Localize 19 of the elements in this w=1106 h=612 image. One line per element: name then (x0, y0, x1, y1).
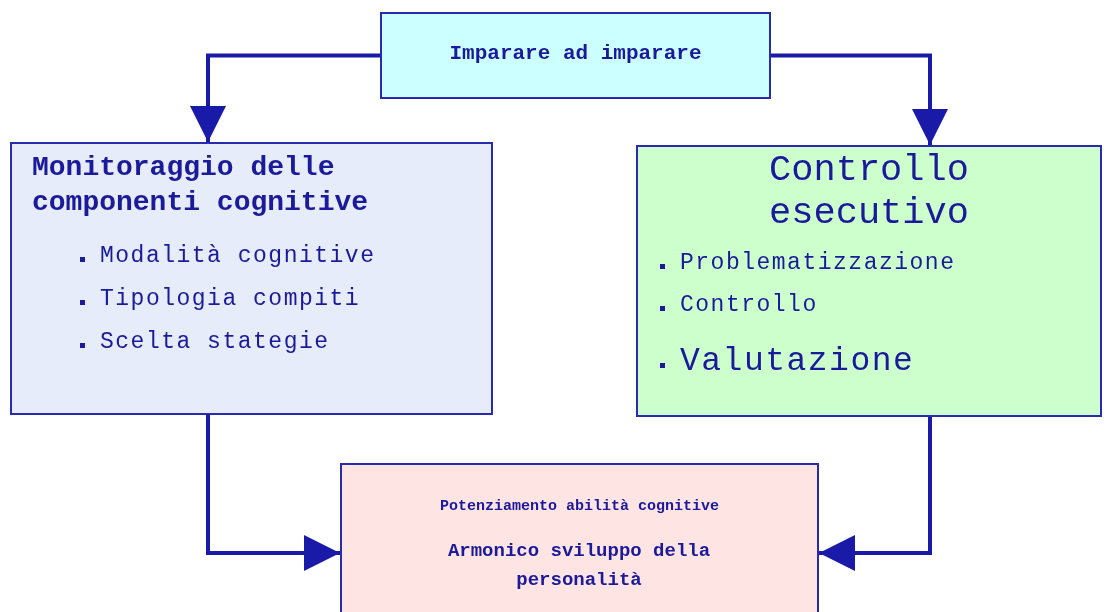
box-heading: Potenziamento abilità cognitive (438, 498, 720, 515)
process-box (340, 463, 819, 612)
list-item: Valutazione (680, 343, 915, 380)
list-item: Problematizzazione (680, 250, 956, 276)
box-heading: Imparare ad imparare (448, 42, 703, 65)
list-item: Controllo (680, 292, 818, 318)
list-item: Scelta stategie (100, 329, 330, 355)
box-text: Armonico sviluppo della personalità (446, 539, 712, 593)
arrow (819, 417, 932, 571)
process-box (380, 12, 771, 99)
process-box (10, 142, 493, 415)
box-heading: Controllo esecutivo (768, 149, 970, 235)
list-item: Modalità cognitive (100, 243, 376, 269)
box-heading: Monitoraggio delle componenti cognitive (32, 151, 370, 220)
arrow (771, 53, 948, 145)
arrow (206, 415, 340, 571)
list-item: Tipologia compiti (100, 286, 361, 312)
arrow (190, 53, 380, 142)
process-box (636, 145, 1102, 417)
